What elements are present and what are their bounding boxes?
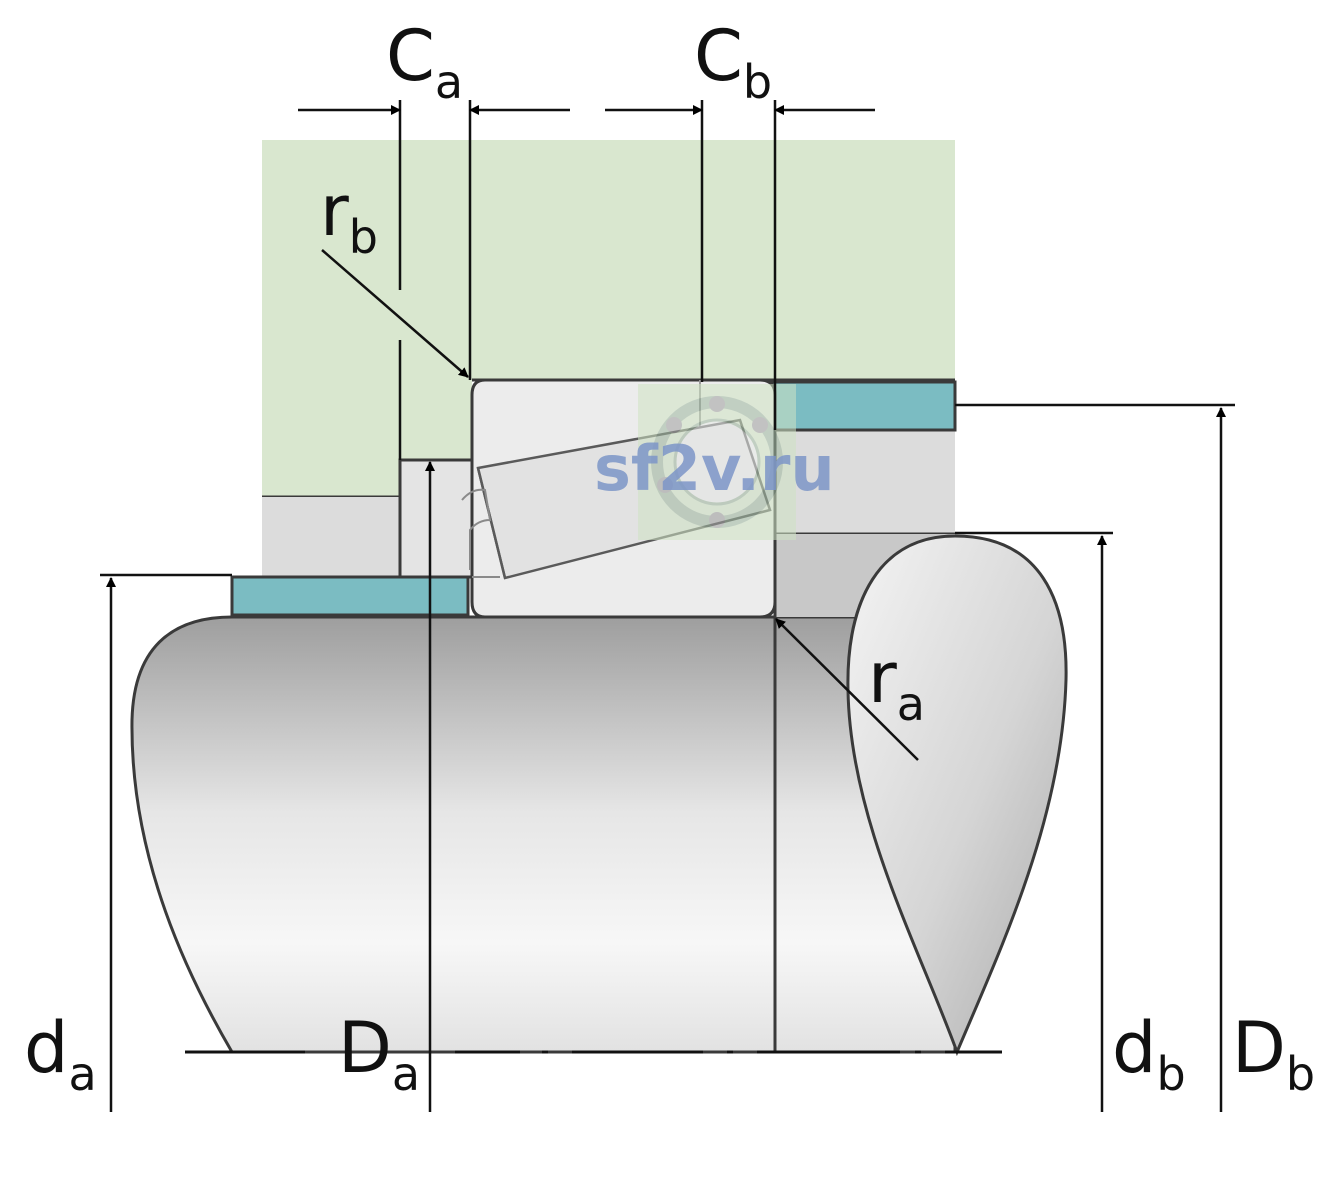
label-Cb: Cb xyxy=(694,15,772,109)
shaft xyxy=(130,615,957,1054)
label-Da: Da xyxy=(338,1007,420,1101)
watermark-logo xyxy=(638,384,796,540)
label-db: db xyxy=(1112,1007,1186,1101)
label-rb: rb xyxy=(320,170,378,264)
label-Db: Db xyxy=(1232,1007,1315,1101)
dimension-lines xyxy=(100,100,1235,1112)
label-Ca: Ca xyxy=(386,15,463,109)
watermark-text: sf2v.ru xyxy=(594,432,835,505)
label-ra: ra xyxy=(868,637,925,731)
label-da: da xyxy=(24,1007,97,1101)
